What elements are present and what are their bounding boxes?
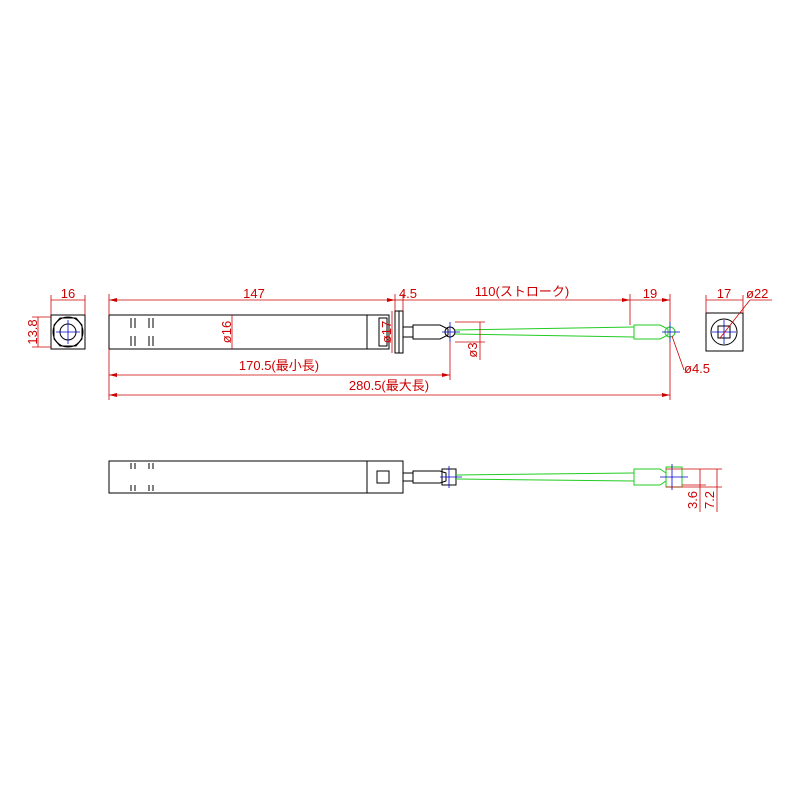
- side-end-cap: [366, 460, 404, 494]
- cylinder-body: [108, 314, 368, 350]
- dim-max-length: 280.5(最大長): [349, 378, 429, 393]
- left-end-view: [50, 314, 86, 350]
- dim-arrow: [662, 393, 670, 397]
- dim-body-length: 147: [243, 286, 265, 301]
- right-end-circle: [710, 318, 738, 346]
- dim-eye-outer: 7.2: [702, 491, 717, 509]
- dim-arrow: [442, 373, 450, 377]
- end-cap: [366, 314, 390, 350]
- fork-end: [412, 324, 449, 340]
- rod-top-line: [454, 326, 635, 331]
- dim-leader: [671, 335, 685, 371]
- dim-rod-diameter: ø3: [465, 342, 480, 357]
- dim-rod-end-length: 19: [643, 286, 657, 301]
- side-fork-neck: [402, 472, 414, 482]
- left-end-hex: [53, 317, 83, 347]
- end-cap-inner: [378, 317, 388, 347]
- fork-neck: [402, 326, 414, 338]
- dim-flange-diameter: ø17: [379, 321, 394, 343]
- dim-arrow: [109, 298, 117, 302]
- dim-eye-hole-diameter: ø4.5: [684, 361, 710, 376]
- dim-eye-thickness: 3.6: [685, 491, 700, 509]
- dim-arrow: [109, 373, 117, 377]
- top-view-body: [108, 310, 680, 354]
- dim-flange-thickness: 4.5: [399, 286, 417, 301]
- dim-end-left-height: 13.8: [25, 319, 40, 344]
- dim-stroke: 110(ストローク): [475, 284, 569, 299]
- dim-end-right-width: 17: [717, 286, 731, 301]
- side-rod-bottom: [455, 478, 635, 482]
- dim-arrow: [109, 393, 117, 397]
- dim-leader: [719, 299, 751, 339]
- dim-end-left-width: 16: [61, 286, 75, 301]
- rod-bottom-line: [454, 333, 635, 338]
- dim-min-length: 170.5(最小長): [239, 358, 319, 373]
- dim-arrow: [387, 298, 395, 302]
- left-end-outer-circle: [52, 316, 84, 348]
- dim-end-right-diameter: ø22: [746, 286, 768, 301]
- rod-end-extended: [633, 324, 669, 340]
- side-fork-end: [412, 470, 447, 484]
- side-cylinder-body: [108, 460, 368, 494]
- dim-arrow: [662, 298, 670, 302]
- side-view: [108, 460, 688, 494]
- dim-body-diameter: ø16: [219, 321, 234, 343]
- side-cap-square: [376, 470, 390, 484]
- dim-arrow: [622, 298, 630, 302]
- dimensions: 16 13.8 147 4.5 110(ストローク) 19 17: [25, 284, 772, 512]
- side-rod-top: [455, 472, 635, 476]
